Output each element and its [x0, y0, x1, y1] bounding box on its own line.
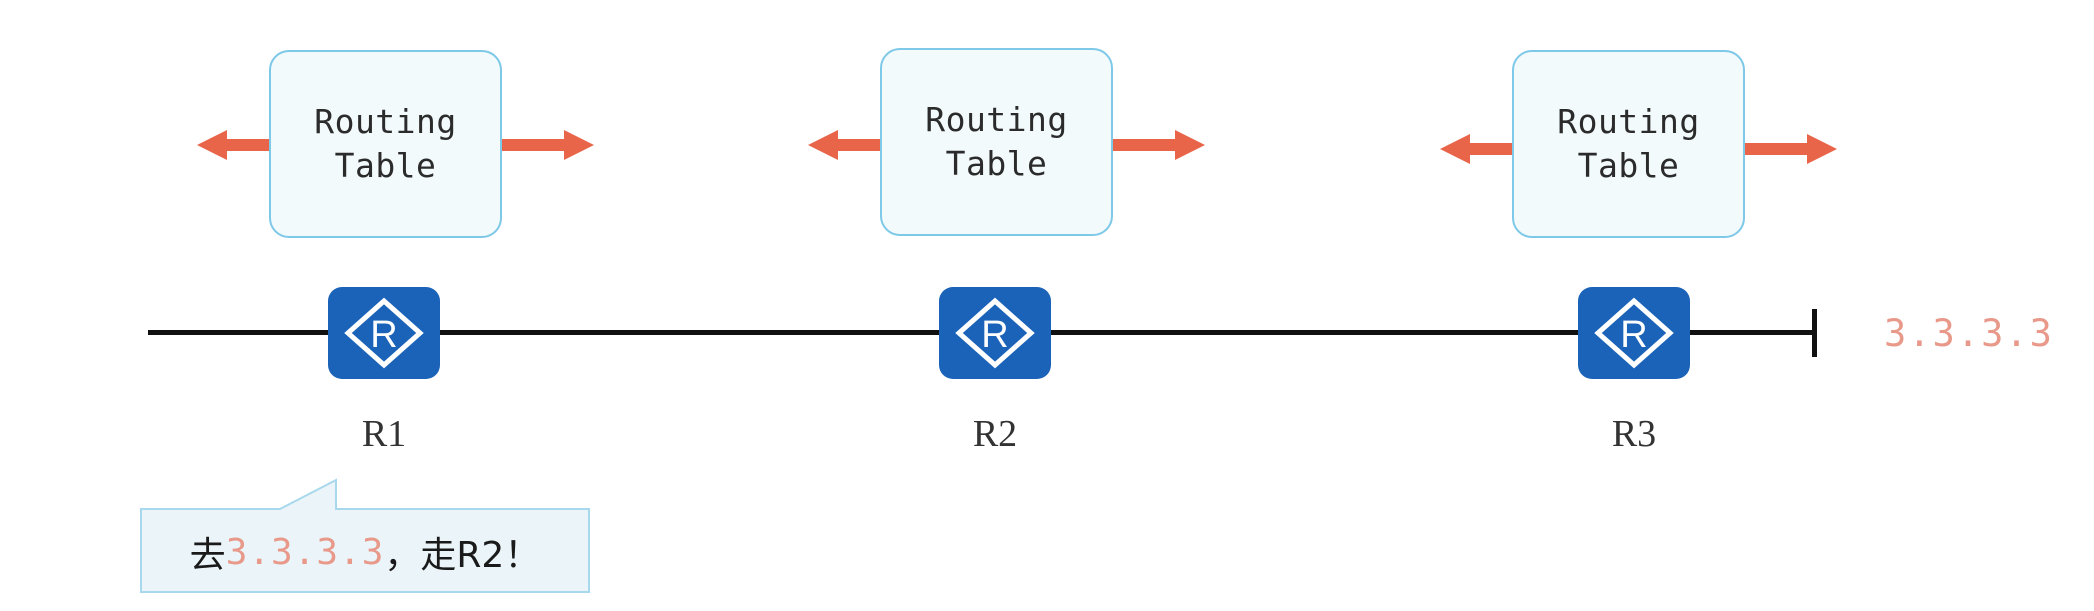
router-label-r2: R2 [972, 413, 1018, 455]
network-line-end-cap [1812, 309, 1817, 357]
destination-ip-label: 3.3.3.3 [1884, 312, 2054, 355]
router-label-r1: R1 [361, 413, 407, 455]
callout-ip: 3.3.3.3 [225, 531, 385, 573]
router-icon-r3[interactable]: R [1578, 287, 1690, 379]
callout-prefix: 去 [189, 535, 226, 576]
svg-text:R: R [1620, 314, 1647, 356]
routing-table-3-line2: Table [1577, 146, 1680, 185]
callout-bubble-shape [140, 478, 590, 593]
routing-table-3-line1: Routing [1557, 102, 1700, 142]
routing-table-2-line2: Table [945, 144, 1048, 183]
router-label-r3: R3 [1611, 413, 1657, 455]
routing-table-2-right-arrow-icon [1113, 128, 1205, 162]
routing-table-3-right-arrow-icon [1745, 132, 1837, 166]
router-icon-r1[interactable]: R [328, 287, 440, 379]
routing-table-1-left-arrow-icon [197, 128, 289, 162]
routing-table-1-line2: Table [334, 146, 437, 185]
callout-suffix: ，走R2！ [384, 535, 541, 576]
routing-table-box-1: Routing Table [269, 50, 502, 238]
routing-table-1-line1: Routing [314, 102, 457, 142]
routing-table-2-left-arrow-icon [808, 128, 900, 162]
svg-text:R: R [370, 314, 397, 356]
router-icon-r2[interactable]: R [939, 287, 1051, 379]
svg-text:R: R [981, 314, 1008, 356]
routing-table-box-2: Routing Table [880, 48, 1113, 236]
routing-table-3-left-arrow-icon [1440, 132, 1532, 166]
routing-table-1-right-arrow-icon [502, 128, 594, 162]
routing-table-2-line1: Routing [925, 100, 1068, 140]
routing-table-box-3: Routing Table [1512, 50, 1745, 238]
